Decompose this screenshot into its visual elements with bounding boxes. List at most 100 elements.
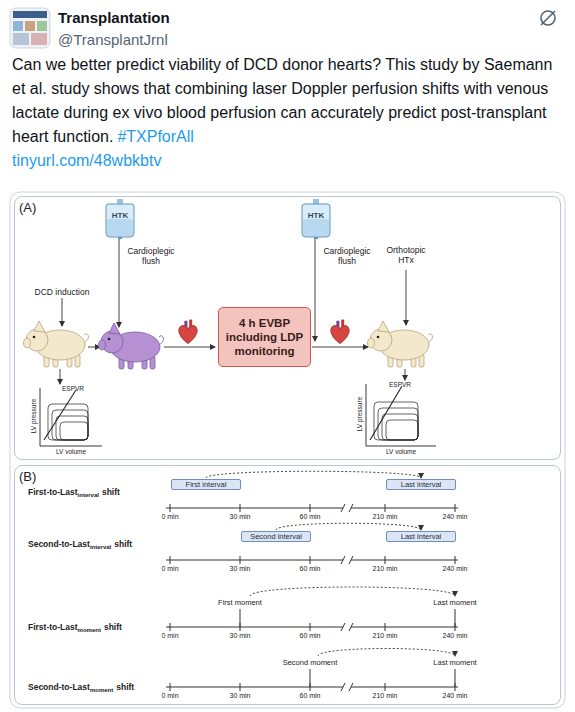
flow-arrows bbox=[60, 369, 61, 384]
avatar-image bbox=[10, 8, 50, 48]
axis-tick bbox=[240, 504, 241, 512]
interval-box: Second interval bbox=[241, 531, 311, 542]
tick-label: 210 min bbox=[367, 513, 403, 521]
tick-label: 210 min bbox=[367, 692, 403, 700]
axis-tick bbox=[170, 623, 171, 631]
flow-arrows bbox=[119, 238, 120, 327]
axis-tick bbox=[170, 556, 171, 564]
panel-box: (A)HTK4 h EVBP including LDP monitoringH… bbox=[14, 196, 561, 460]
axis-tick bbox=[240, 556, 241, 564]
row-title-subscript: interval bbox=[78, 492, 99, 498]
tick-label: 240 min bbox=[437, 632, 473, 640]
time-axis bbox=[166, 508, 458, 509]
row-title-subscript: interval bbox=[90, 544, 111, 550]
tick-label: 0 min bbox=[152, 632, 188, 640]
time-axis bbox=[166, 560, 458, 561]
row-title-text: shift bbox=[104, 622, 122, 632]
flow-arrows bbox=[62, 298, 63, 326]
graph-label: ESPVR bbox=[55, 385, 91, 393]
hashtag: #TXPforAll bbox=[117, 128, 193, 145]
flow-arrows bbox=[405, 369, 406, 380]
htk-bag: HTK bbox=[105, 199, 135, 239]
tick-label: 0 min bbox=[152, 692, 188, 700]
tweet-text: Can we better predict viability of DCD d… bbox=[12, 56, 552, 145]
tick-label: 0 min bbox=[152, 565, 188, 573]
step-label: Orthotopic HTx bbox=[379, 245, 433, 265]
axis-tick bbox=[385, 504, 386, 512]
tick-label: 240 min bbox=[437, 513, 473, 521]
axis-tick bbox=[310, 504, 311, 512]
flow-arrows bbox=[88, 347, 100, 348]
row-title: Second-to-Lastintervalshift bbox=[28, 539, 132, 550]
axis-tick bbox=[455, 504, 456, 512]
time-axis bbox=[166, 627, 458, 628]
moment-label: Last moment bbox=[425, 598, 485, 607]
step-label: Cardioplegic flush bbox=[123, 246, 179, 266]
row-title-text: shift bbox=[114, 539, 132, 549]
axis-tick bbox=[170, 683, 171, 691]
tick-label: 30 min bbox=[222, 513, 258, 521]
panel-letter: (B) bbox=[19, 469, 36, 484]
flow-arrows bbox=[312, 347, 368, 348]
row-title: First-to-Lastintervalshift bbox=[28, 487, 120, 498]
row-title-text: First-to-Last bbox=[28, 622, 78, 632]
time-axis bbox=[166, 687, 458, 688]
grok-icon bbox=[541, 11, 555, 25]
account-handle: @TransplantJrnl bbox=[58, 31, 168, 48]
moment-label: First moment bbox=[210, 598, 270, 607]
interval-label: Last interval bbox=[387, 532, 455, 541]
grok-icon bbox=[541, 11, 555, 25]
row-title-text: shift bbox=[116, 682, 134, 692]
row-title-text: Second-to-Last bbox=[28, 539, 90, 549]
axis-tick bbox=[240, 683, 241, 691]
moment-label: Last moment bbox=[425, 658, 485, 667]
flow-arrows bbox=[315, 238, 316, 341]
row-title-text: shift bbox=[102, 487, 120, 497]
tick-label: 60 min bbox=[292, 565, 328, 573]
step-label: Cardioplegic flush bbox=[319, 246, 375, 266]
account-name: Transplantation bbox=[58, 9, 170, 26]
tick-label: 240 min bbox=[437, 692, 473, 700]
tick-label: 210 min bbox=[367, 565, 403, 573]
avatar-image bbox=[13, 11, 47, 18]
tick-label: 30 min bbox=[222, 565, 258, 573]
tweet-body: Can we better predict viability of DCD d… bbox=[12, 53, 567, 173]
interval-label: Last interval bbox=[387, 480, 455, 489]
bag-label: HTK bbox=[301, 211, 331, 220]
tick-label: 210 min bbox=[367, 632, 403, 640]
axis-tick bbox=[455, 556, 456, 564]
moment-label: Second moment bbox=[280, 658, 340, 667]
axis-tick bbox=[310, 556, 311, 564]
tick-label: 240 min bbox=[437, 565, 473, 573]
step-label: DCD induction bbox=[32, 287, 92, 297]
bag-body bbox=[302, 204, 330, 237]
bag-outlet bbox=[314, 237, 318, 239]
htk-bag: HTK bbox=[301, 199, 331, 239]
axis-tick bbox=[385, 556, 386, 564]
axis-tick bbox=[385, 683, 386, 691]
bag-fluid bbox=[107, 219, 133, 236]
figure-frame bbox=[10, 192, 565, 708]
avatar-image bbox=[10, 8, 50, 48]
axis-tick bbox=[170, 504, 171, 512]
bag-label: HTK bbox=[105, 211, 135, 220]
axis-tick bbox=[385, 623, 386, 631]
panel-box: (B)First intervalLast intervalSecond int… bbox=[14, 465, 561, 705]
tick-label: 0 min bbox=[152, 513, 188, 521]
row-title: First-to-Lastmomentshift bbox=[28, 622, 122, 633]
row-title-subscript: moment bbox=[78, 627, 101, 633]
bag-body bbox=[106, 204, 134, 237]
tick-label: 60 min bbox=[292, 632, 328, 640]
interval-box: Last interval bbox=[386, 531, 456, 542]
moment-ticks bbox=[310, 669, 311, 687]
bag-outlet bbox=[118, 237, 122, 239]
perfusion-box: 4 h EVBP including LDP monitoring bbox=[218, 307, 311, 367]
avatar-image bbox=[13, 21, 23, 31]
row-title-text: First-to-Last bbox=[28, 487, 78, 497]
bag-cap bbox=[117, 199, 123, 204]
tweet-paragraph: Can we better predict viability of DCD d… bbox=[12, 53, 567, 149]
grok-icon bbox=[541, 11, 555, 25]
axis-label: LV pressure bbox=[356, 389, 364, 439]
axis-label: LV volume bbox=[46, 448, 96, 456]
